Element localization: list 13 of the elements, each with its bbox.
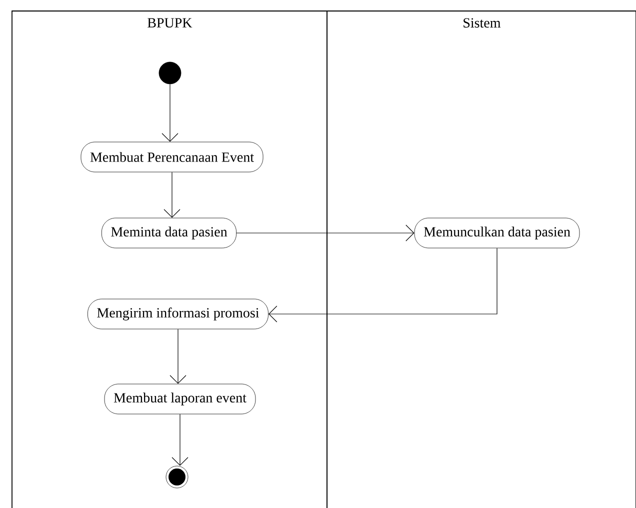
arrow [236, 224, 414, 242]
arrow [164, 172, 180, 218]
start-node [158, 62, 182, 84]
arrow [172, 414, 188, 466]
action-box: Membuat Perencanaan Event [80, 142, 264, 172]
action-box: Meminta data pasien [102, 218, 237, 248]
arrow [170, 328, 186, 384]
arrow [162, 84, 178, 142]
action-box: Mengirim informasi promosi [88, 298, 268, 330]
arrow [268, 248, 498, 322]
action-box: Membuat laporan event [104, 384, 256, 414]
action-box: Memunculkan data pasien [414, 218, 580, 248]
end-node [166, 466, 188, 488]
